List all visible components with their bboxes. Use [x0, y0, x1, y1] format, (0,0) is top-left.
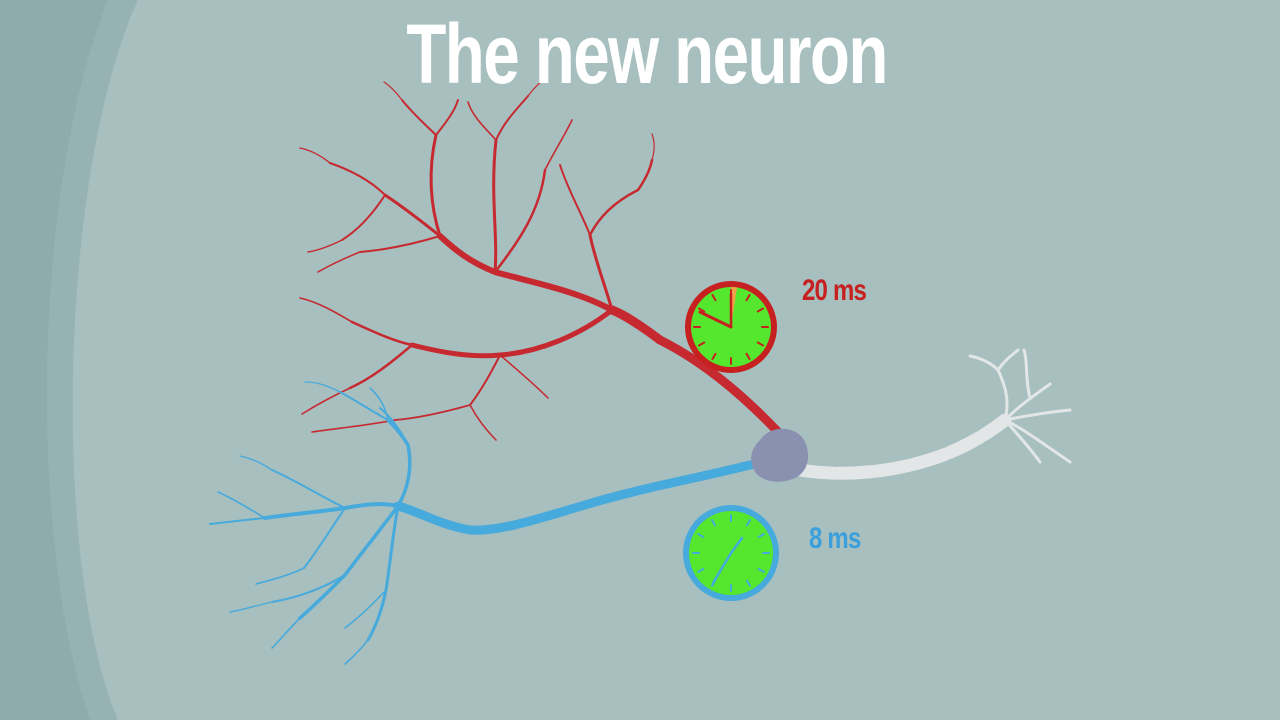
clock-8ms-icon — [683, 505, 779, 601]
red-timing-label: 20 ms — [802, 274, 867, 307]
clock-20ms-icon — [685, 281, 777, 373]
blue-dendrite — [209, 381, 767, 665]
red-dendrite — [299, 77, 783, 441]
cell-body — [751, 428, 809, 482]
blue-timing-label: 8 ms — [809, 522, 861, 555]
axon — [793, 348, 1072, 480]
background-arc — [0, 0, 138, 720]
page-title: The new neuron — [406, 7, 888, 101]
